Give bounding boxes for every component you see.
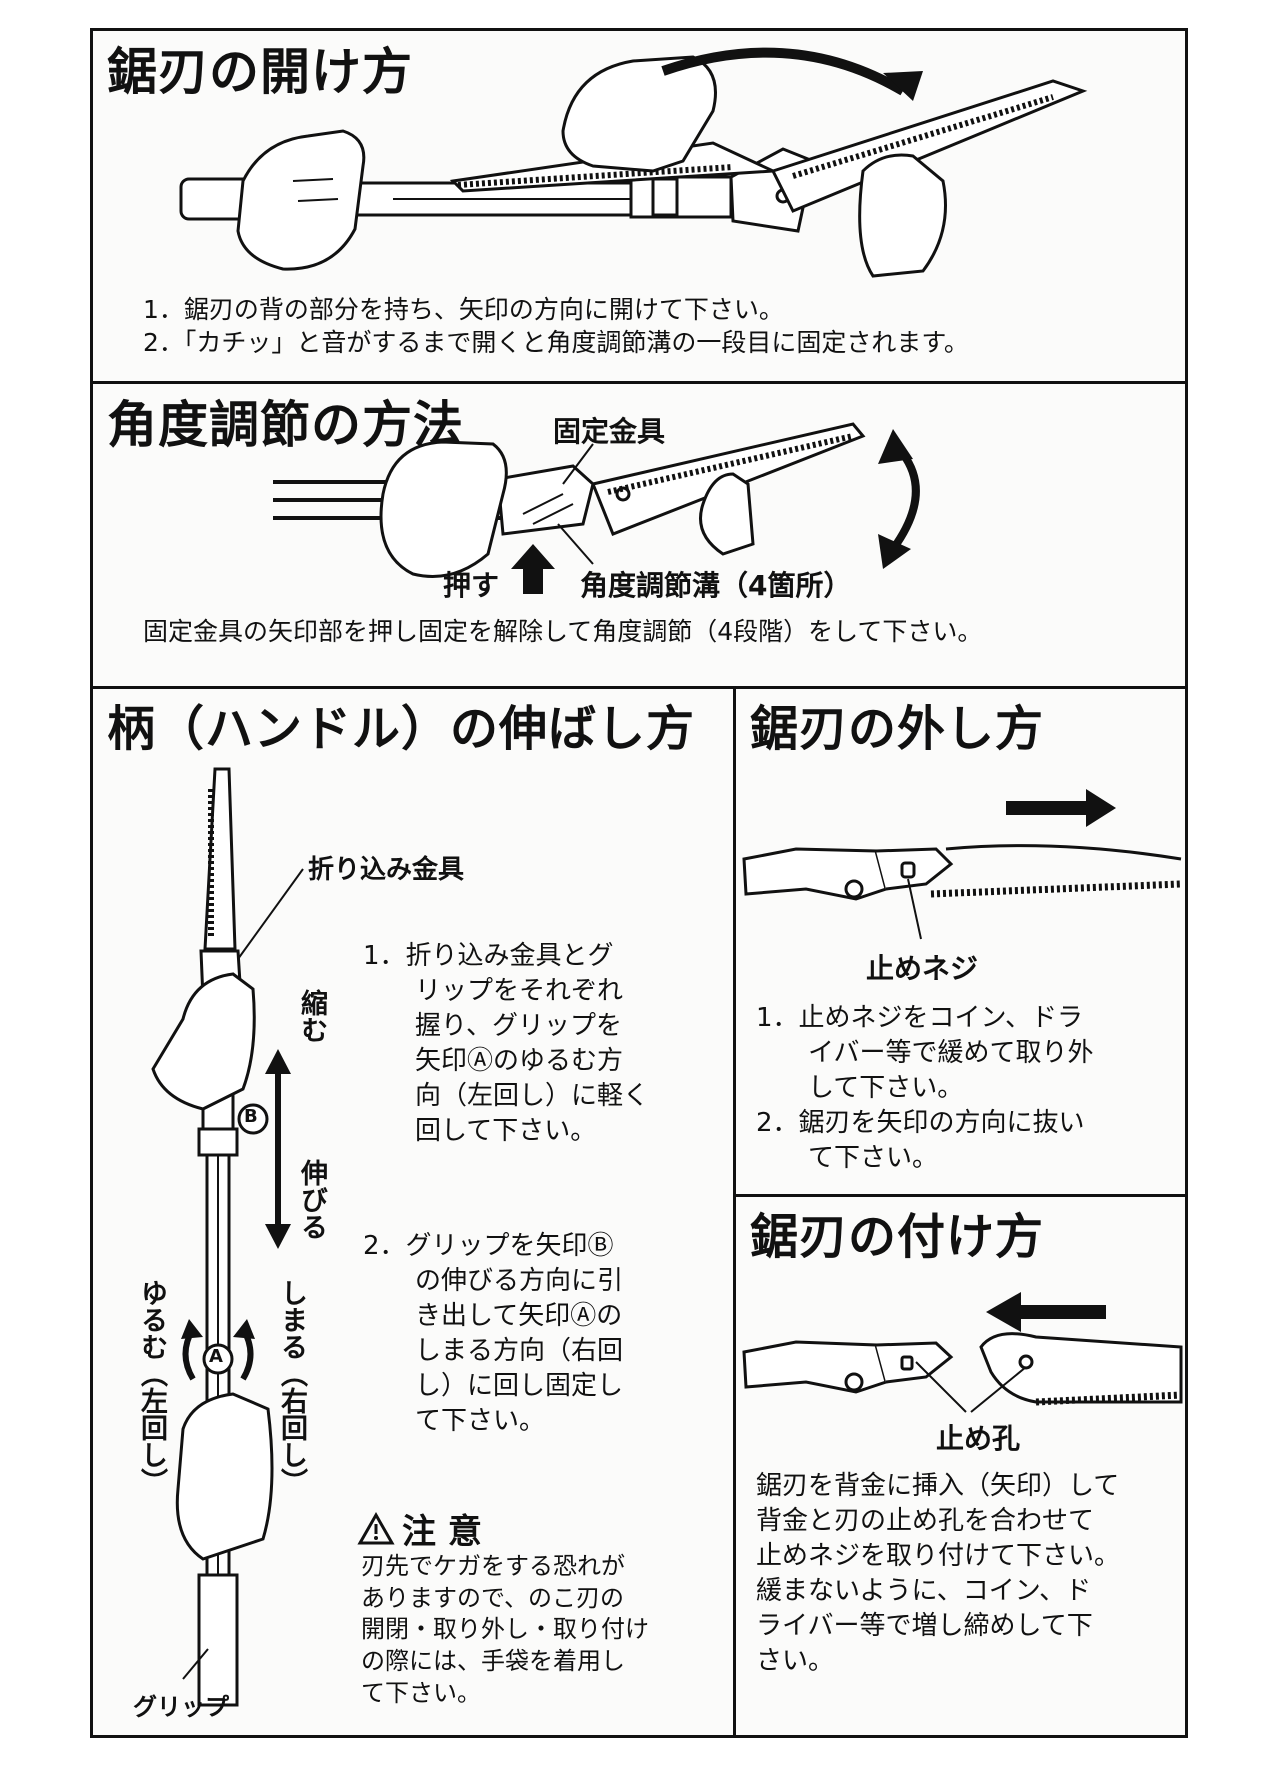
section-remove-blade: 鋸刃の外し方 止めネジ 1．止めネジをコイン、ドラ イバー等で緩めて取り外 して… bbox=[736, 689, 1185, 1194]
section-title-angle: 角度調節の方法 bbox=[107, 396, 464, 454]
marker-b: B bbox=[244, 1106, 258, 1127]
illustration-attach-blade bbox=[742, 1292, 1183, 1413]
label-push: 押す bbox=[443, 569, 500, 602]
label-tighten: しまる（右回し） bbox=[276, 1279, 307, 1495]
caution-title: 注 意 bbox=[402, 1512, 482, 1552]
open-step-1: 1．鋸刃の背の部分を持ち、矢印の方向に開けて下さい。 bbox=[143, 295, 784, 324]
open-step-2: 2．「カチッ」と音がするまで開くと角度調節溝の一段目に固定されます。 bbox=[143, 328, 969, 357]
divider bbox=[736, 1194, 1185, 1197]
illustration-open-blade bbox=[179, 47, 1088, 278]
illustration-angle-adjust bbox=[273, 422, 920, 594]
label-loosen: ゆるむ（左回し） bbox=[136, 1279, 167, 1495]
remove-steps: 1．止めネジをコイン、ドラ イバー等で緩めて取り外 して下さい。 2．鋸刃を矢印… bbox=[756, 1003, 1094, 1174]
marker-a: A bbox=[209, 1346, 223, 1367]
label-groove: 角度調節溝（4箇所） bbox=[580, 569, 852, 602]
divider bbox=[93, 381, 1185, 384]
divider bbox=[93, 686, 1185, 689]
angle-caption: 固定金具の矢印部を押し固定を解除して角度調節（4段階）をして下さい。 bbox=[143, 617, 983, 646]
section-angle-adjust: 角度調節の方法 固定金具 bbox=[93, 384, 1185, 686]
label-fixture: 固定金具 bbox=[553, 415, 666, 448]
divider bbox=[733, 689, 736, 1735]
extend-step-2: 2．グリップを矢印Ⓑ の伸びる方向に引 き出して矢印Ⓐの しまる方向（右回 し）… bbox=[363, 1231, 624, 1437]
section-attach-blade: 鋸刃の付け方 止め孔 鋸刃を背金に挿入（矢印）して 背金と刃の止め孔を合わせて … bbox=[736, 1197, 1185, 1735]
label-fold-fixture: 折り込み金具 bbox=[308, 855, 465, 885]
label-shrink: 縮む bbox=[296, 989, 327, 1043]
caution-text: 刃先でケガをする恐れが ありますので、のこ刃の 開閉・取り外し・取り付け の際に… bbox=[361, 1552, 649, 1707]
illustration-extend-handle bbox=[151, 767, 304, 1707]
section-extend-handle: 柄（ハンドル）の伸ばし方 bbox=[93, 689, 733, 1735]
label-extend: 伸びる bbox=[296, 1159, 327, 1240]
warning-icon bbox=[357, 1511, 395, 1544]
illustration-remove-blade bbox=[742, 789, 1182, 940]
section-title-open: 鋸刃の開け方 bbox=[107, 43, 413, 101]
section-open-blade: 鋸刃の開け方 1． bbox=[93, 31, 1185, 381]
extend-step-1: 1．折り込み金具とグ リップをそれぞれ 握り、グリップを 矢印Ⓐのゆるむ方 向（… bbox=[363, 941, 650, 1147]
section-title-remove: 鋸刃の外し方 bbox=[750, 701, 1045, 757]
label-screw: 止めネジ bbox=[866, 952, 979, 985]
attach-text: 鋸刃を背金に挿入（矢印）して 背金と刃の止め孔を合わせて 止めネジを取り付けて下… bbox=[756, 1471, 1121, 1677]
instruction-sheet: 鋸刃の開け方 1． bbox=[90, 28, 1188, 1738]
label-grip: グリップ bbox=[133, 1693, 229, 1721]
section-title-attach: 鋸刃の付け方 bbox=[750, 1209, 1045, 1265]
section-title-extend: 柄（ハンドル）の伸ばし方 bbox=[107, 701, 696, 757]
caution-heading: 注 意 bbox=[357, 1504, 482, 1553]
label-hole: 止め孔 bbox=[936, 1422, 1021, 1455]
